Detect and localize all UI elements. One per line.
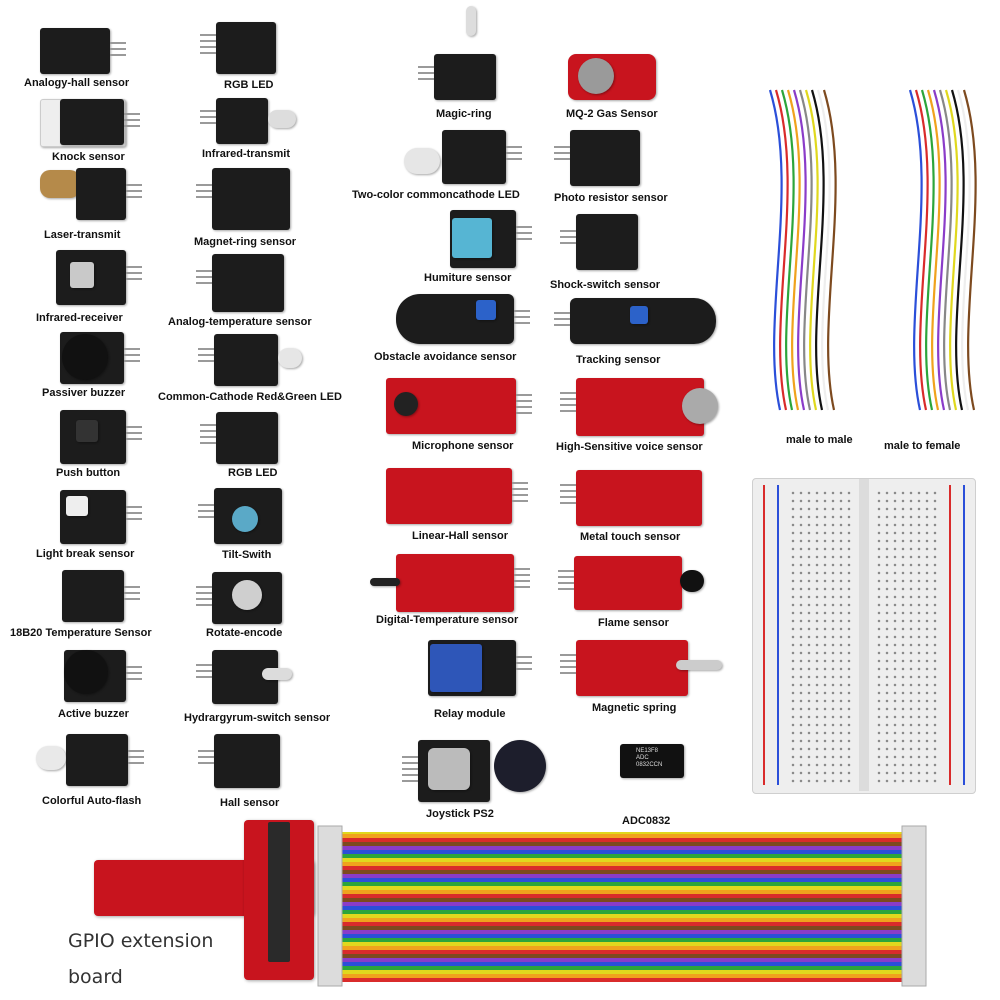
label-magnet-ring-sensor: Magnet-ring sensor	[194, 236, 297, 248]
label-relay: Relay module	[434, 708, 506, 720]
label-linear-hall-sensor: Linear-Hall sensor	[412, 530, 508, 542]
label-laser-transmit: Laser-transmit	[44, 229, 121, 241]
label-digital-temperature: Digital-Temperature sensor	[376, 614, 519, 626]
label-tilt-switch: Tilt-Swith	[222, 549, 272, 561]
gpio-label-line1: GPIO extension	[68, 930, 214, 952]
label-hydrargyrum-switch: Hydrargyrum-switch sensor	[184, 712, 331, 724]
label-rotate-encode: Rotate-encode	[206, 627, 283, 639]
label-microphone-sensor: Microphone sensor	[412, 440, 514, 452]
label-rgb-led-2: RGB LED	[228, 467, 278, 479]
label-male-to-female: male to female	[884, 440, 961, 452]
label-knock-sensor: Knock sensor	[52, 151, 125, 163]
label-mq2-gas-sensor: MQ-2 Gas Sensor	[566, 108, 658, 120]
label-male-to-male: male to male	[786, 434, 853, 446]
jumper-wires-illustration	[768, 89, 977, 411]
ribbon-cable	[317, 825, 927, 987]
label-infrared-receiver: Infrared-receiver	[36, 312, 123, 324]
label-flame-sensor: Flame sensor	[598, 617, 669, 629]
label-light-break-sensor: Light break sensor	[36, 548, 135, 560]
label-magnetic-spring: Magnetic spring	[592, 702, 677, 714]
label-humiture-sensor: Humiture sensor	[424, 272, 512, 284]
label-push-button: Push button	[56, 467, 121, 479]
label-metal-touch: Metal touch sensor	[580, 531, 681, 543]
label-analogy-hall-sensor: Analogy-hall sensor	[24, 77, 130, 89]
label-adc0832: ADC0832	[622, 815, 671, 827]
label-common-cathode-led: Common-Cathode Red&Green LED	[158, 391, 342, 403]
label-obstacle-avoidance: Obstacle avoidance sensor	[374, 351, 517, 363]
label-18b20-temperature-sensor: 18B20 Temperature Sensor	[10, 627, 152, 639]
label-colorful-auto-flash: Colorful Auto-flash	[42, 795, 142, 807]
label-photo-resistor: Photo resistor sensor	[554, 192, 668, 204]
gpio-label-line2: board	[68, 966, 123, 988]
label-tracking-sensor: Tracking sensor	[576, 354, 661, 366]
label-two-color-led: Two-color commoncathode LED	[352, 189, 520, 201]
breadboard	[752, 478, 976, 794]
label-active-buzzer: Active buzzer	[58, 708, 129, 720]
label-joystick-ps2: Joystick PS2	[426, 808, 494, 820]
label-shock-switch: Shock-switch sensor	[550, 279, 661, 291]
label-rgb-led-1: RGB LED	[224, 79, 274, 91]
label-hall-sensor: Hall sensor	[220, 797, 280, 809]
label-passiver-buzzer: Passiver buzzer	[42, 387, 126, 399]
label-magic-ring: Magic-ring	[436, 108, 492, 120]
label-high-sensitive-voice: High-Sensitive voice sensor	[556, 441, 703, 453]
label-infrared-transmit: Infrared-transmit	[202, 148, 291, 160]
label-analog-temperature-sensor: Analog-temperature sensor	[168, 316, 312, 328]
